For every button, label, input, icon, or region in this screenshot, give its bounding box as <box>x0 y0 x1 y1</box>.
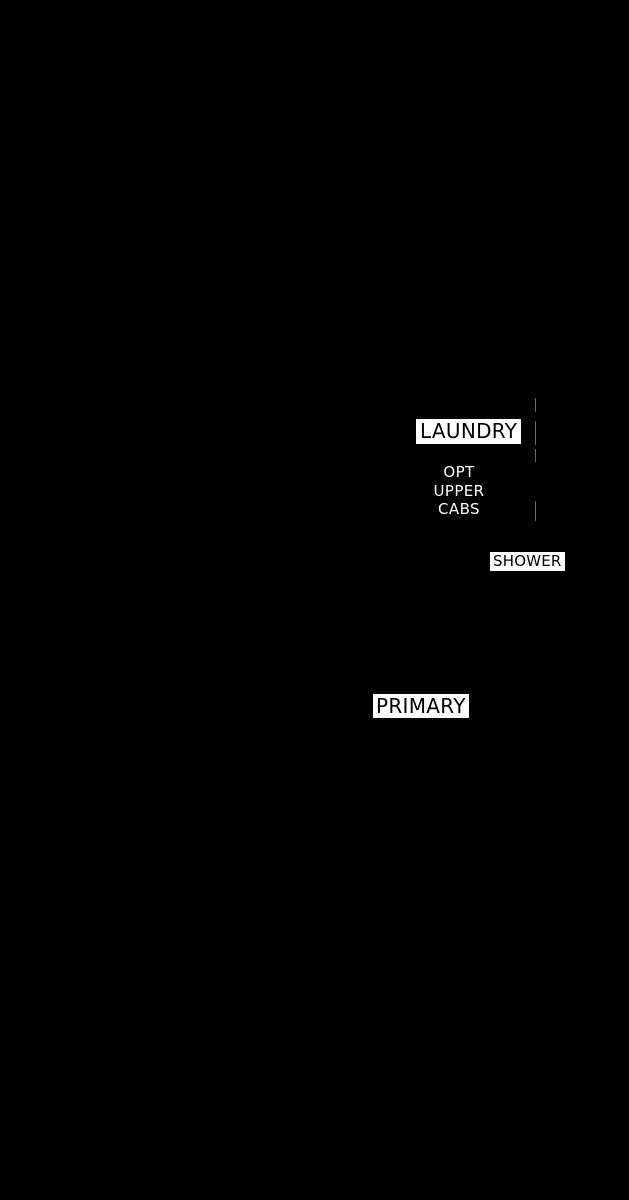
upper-cabinets-note: OPT UPPER CABS <box>424 463 494 519</box>
note-line-opt: OPT <box>443 463 475 481</box>
room-label-shower: SHOWER <box>490 552 565 571</box>
note-line-cabs: CABS <box>438 500 480 518</box>
wall-segment <box>535 449 536 462</box>
room-label-primary: PRIMARY <box>373 694 469 718</box>
wall-segment <box>535 398 536 412</box>
note-line-upper: UPPER <box>433 481 485 500</box>
room-label-laundry: LAUNDRY <box>416 419 522 444</box>
wall-segment <box>535 501 536 521</box>
wall-segment <box>535 421 536 445</box>
